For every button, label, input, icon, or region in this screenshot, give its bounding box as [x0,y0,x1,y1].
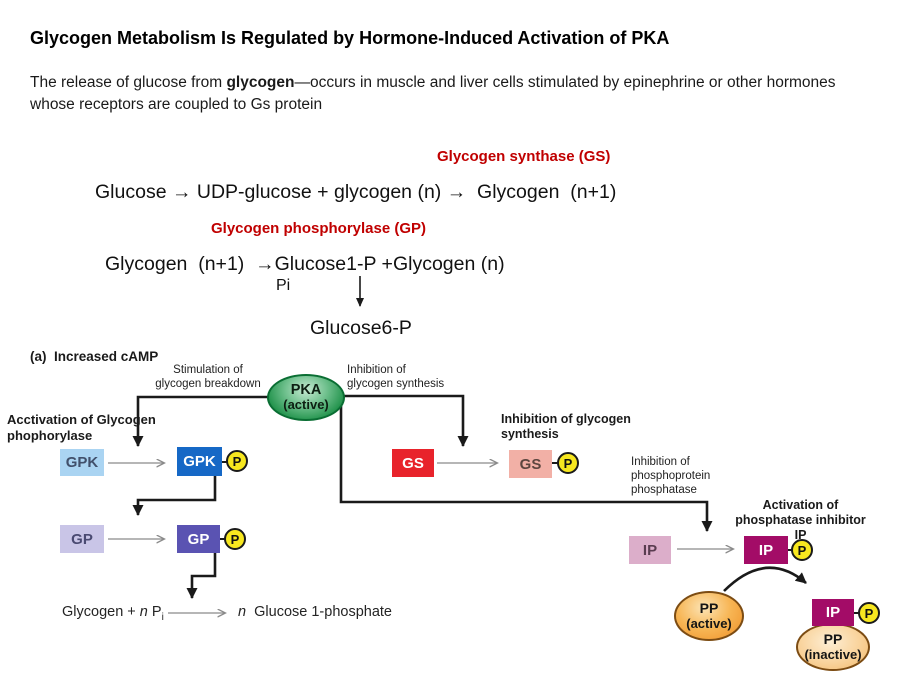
phosphorylase-equation: Glycogen (n+1) →Glucose1-P +Glycogen (n) [105,253,505,275]
pka-gs-inhibition-elbow [342,394,469,447]
gp-to-reaction-elbow [186,553,217,599]
panel-a-label: (a) Increased cAMP [30,349,159,364]
glucose1p-product-text: n Glucose 1-phosphate [238,604,392,620]
synthesis-equation: Glucose → UDP-glucose + glycogen (n) → G… [95,181,617,203]
reaction-left-post: P [147,604,162,620]
gp-inactive-box: GP [60,525,104,553]
gs-active-box: GS [392,449,434,477]
gpk-phosphate-circle: P [226,450,248,472]
pp-inactive-ellipse: PP (inactive) [796,623,870,671]
gp-phosphate-circle: P [224,528,246,550]
page-title: Glycogen Metabolism Is Regulated by Horm… [30,28,670,48]
glucose6p-label: Glucose6-P [310,317,412,339]
reaction-left-pre: Glycogen + [62,604,140,620]
pi-label: Pi [276,277,291,294]
ip-complex-phosphate-circle: P [858,602,880,624]
pp-inactive-state-label: (inactive) [804,646,862,662]
inhibition-synthesis-label: Inhibition of glycogen synthesis [347,364,445,390]
reaction-left-n: n [139,604,148,620]
gs-phosphate-circle: P [557,452,579,474]
gpk-active-box: GPK [177,447,222,476]
pp-active-ellipse: PP (active) [674,591,744,641]
gpk-to-gp-elbow [132,476,217,516]
activation-gp-label: Acctivation of Glycogen phophorylase [7,412,156,443]
reaction-left-sub: i [161,611,164,623]
pka-state-label: (active) [283,397,329,413]
pp-active-label: PP [699,599,719,616]
intro-text-before: The release of glucose from [30,74,227,91]
pp-active-state-label: (active) [686,615,732,631]
pka-active-ellipse: PKA (active) [267,374,345,421]
glycogen-synthase-label: Glycogen synthase (GS) [437,148,611,165]
intro-paragraph: The release of glucose from glycogen—occ… [30,72,855,116]
pka-stimulation-elbow [132,395,270,447]
reaction-right-n: n [238,604,247,620]
intro-text-bold: glycogen [226,74,295,91]
ip-inactive-box: IP [629,536,671,564]
pp-inactive-label: PP [823,630,843,647]
gp-active-box: GP [177,525,220,553]
activation-ip-label: Activation of phosphatase inhibitor IP [735,498,866,542]
gpk-inactive-box: GPK [60,449,104,476]
pka-label: PKA [290,382,322,399]
reaction-right-post: Glucose 1-phosphate [246,604,392,620]
ip-active-box: IP [744,536,788,564]
ip-phosphate-circle: P [791,539,813,561]
glycogen-phosphorylase-label: Glycogen phosphorylase (GP) [211,220,427,237]
intro-text-after: —occurs in muscle and liver cells stimul… [30,74,836,113]
inhibition-phosphatase-label: Inhibition of phosphoprotein phosphatase [631,456,711,496]
ip-complex-box: IP [812,599,854,626]
stimulation-label: Stimulation of glycogen breakdown [155,364,261,390]
pp-to-complex-arc [723,566,807,592]
inhibition-glycogen-synthesis-label: Inhibition of glycogen synthesis [501,412,631,441]
gs-inactive-box: GS [509,450,552,478]
glycogen-substrate-text: Glycogen + n Pi [62,604,164,623]
